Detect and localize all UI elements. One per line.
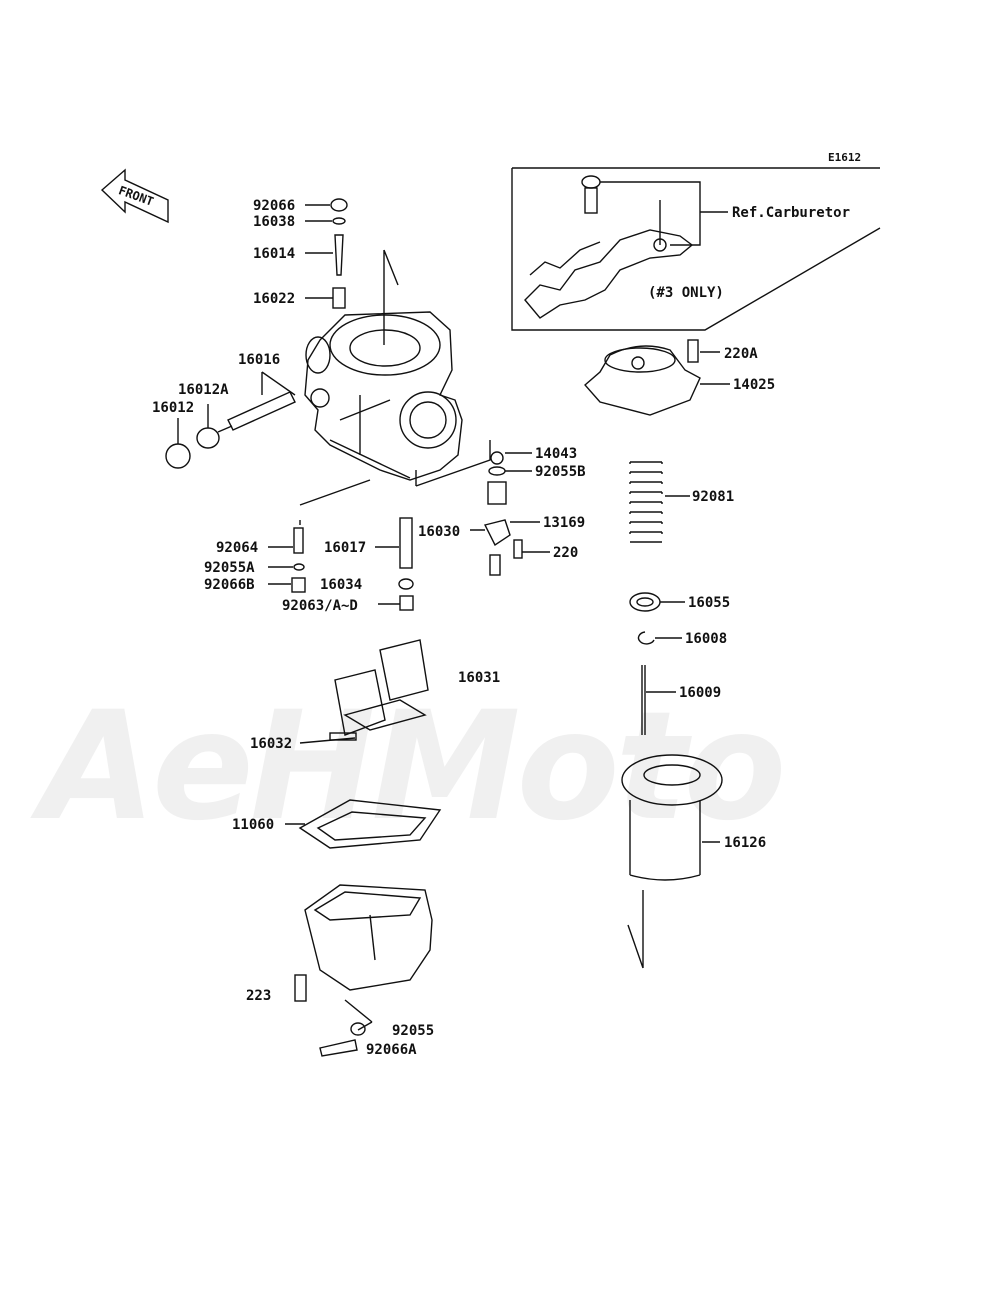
part-label-16012: 16012: [152, 400, 195, 416]
part-label-223: 223: [246, 988, 272, 1004]
part-label-92055B: 92055B: [535, 464, 586, 480]
part-label-16031: 16031: [458, 670, 501, 686]
part-label-92081: 92081: [692, 489, 735, 505]
part-label-13169: 13169: [543, 515, 586, 531]
part-label-16126: 16126: [724, 835, 767, 851]
top-cap: [584, 345, 701, 416]
ref-leader: [600, 181, 728, 246]
part-label-92055: 92055: [392, 1023, 435, 1039]
carb-body: [304, 249, 463, 481]
part-label-16012A: 16012A: [178, 382, 229, 398]
part-label-92055A: 92055A: [204, 560, 255, 576]
ref-bracket: [524, 229, 694, 319]
part-label-16034: 16034: [320, 577, 363, 593]
part-label-16030: 16030: [418, 524, 461, 540]
part-label-14043: 14043: [535, 446, 578, 462]
part-label-16009: 16009: [679, 685, 722, 701]
front-arrow-shape: [100, 168, 169, 224]
piston: [621, 754, 723, 881]
part-label-16016: 16016: [238, 352, 281, 368]
part-label-220: 220: [553, 545, 579, 561]
part-label-92064: 92064: [216, 540, 259, 556]
part-label-11060: 11060: [232, 817, 275, 833]
part-label-16022: 16022: [253, 291, 296, 307]
ref-screw: [584, 187, 598, 214]
diagram-code: E1612: [828, 151, 862, 164]
part-label-16038: 16038: [253, 214, 296, 230]
part-label-14025: 14025: [733, 377, 776, 393]
part-label-220A: 220A: [724, 346, 758, 362]
part-label-16032: 16032: [250, 736, 293, 752]
gasket: [298, 799, 442, 849]
part-label-16017: 16017: [324, 540, 367, 556]
ref-carburetor-note: Ref.Carburetor: [732, 205, 851, 221]
float-bowl: [304, 884, 433, 991]
cylinder-note: (#3 ONLY): [648, 285, 724, 301]
part-label-16014: 16014: [253, 246, 296, 262]
part-label-92066B: 92066B: [204, 577, 255, 593]
part-label-16055: 16055: [688, 595, 731, 611]
spring: [629, 461, 663, 543]
part-label-92066A: 92066A: [366, 1042, 417, 1058]
part-label-16008: 16008: [685, 631, 728, 647]
part-label-92063: 92063/A~D: [282, 598, 358, 614]
float: [334, 639, 429, 736]
ref-box: [511, 167, 881, 331]
part-label-92066: 92066: [253, 198, 296, 214]
watermark: AeHMoto: [40, 680, 786, 854]
